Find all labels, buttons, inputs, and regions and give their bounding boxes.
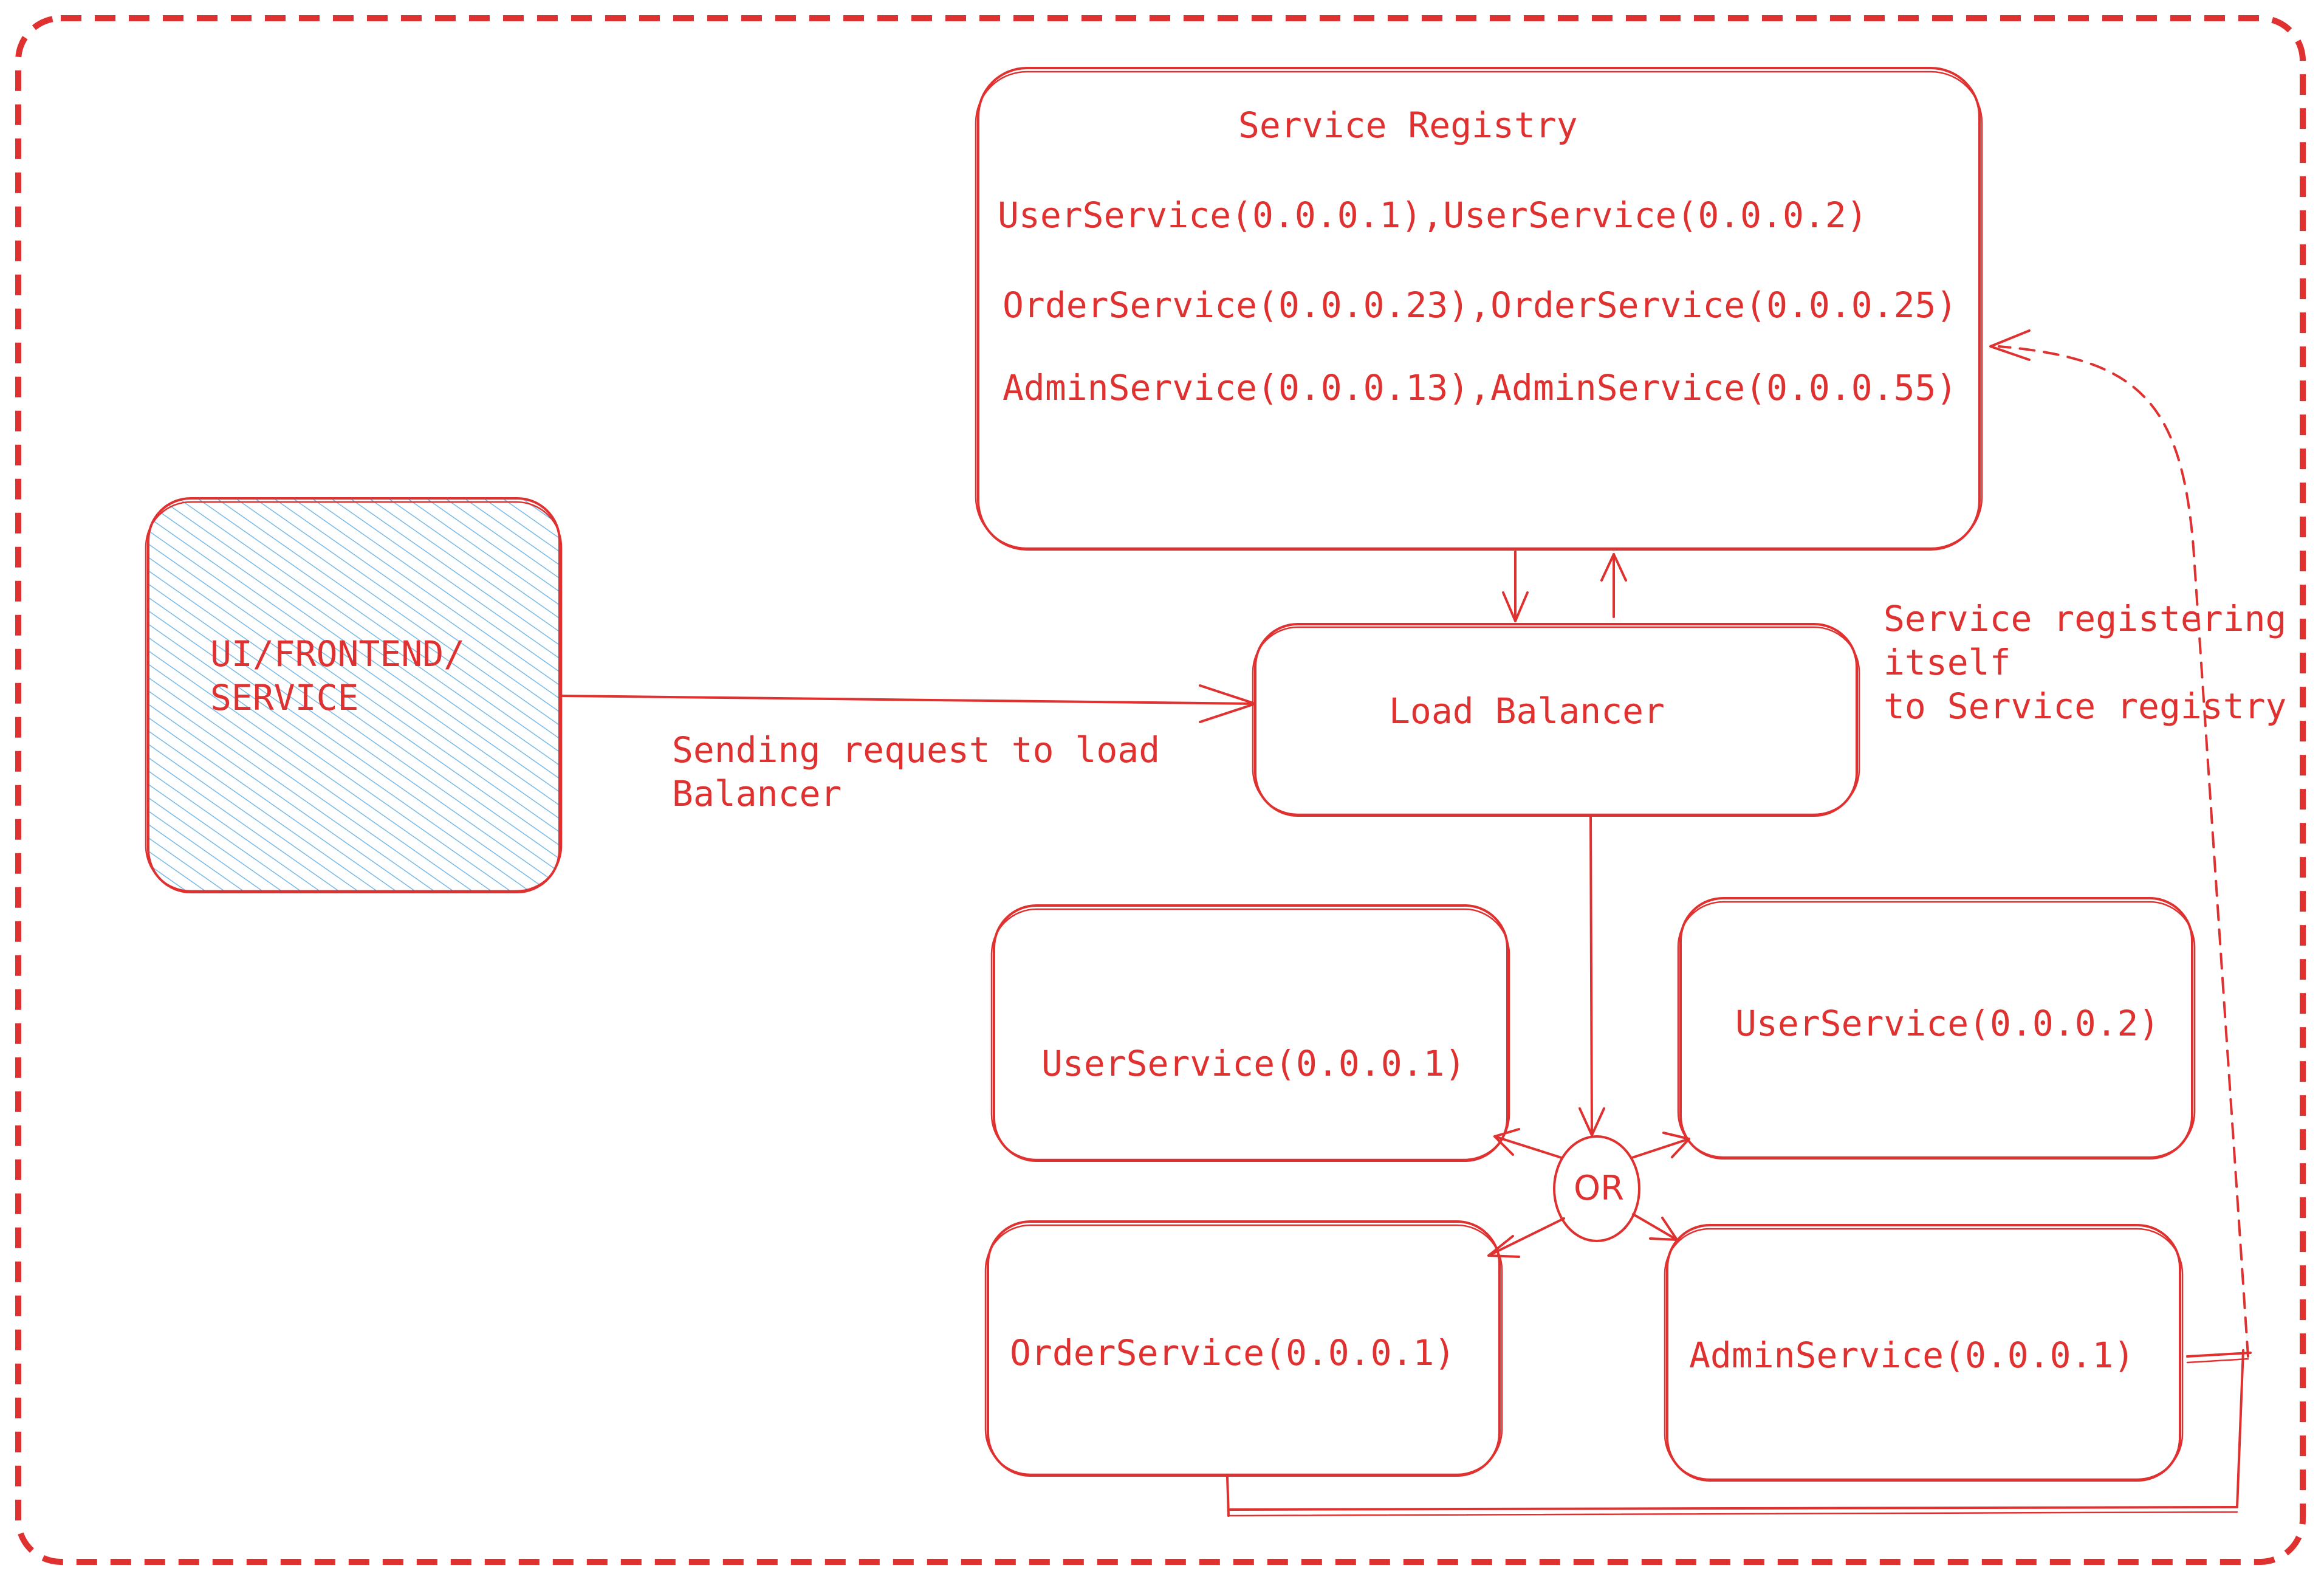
or-to-user-service-2-arrow-head bbox=[1662, 1132, 1690, 1158]
order-service-box bbox=[987, 1220, 1501, 1477]
or-to-order-service-arrow-head bbox=[1487, 1235, 1520, 1258]
order-service-label: OrderService(0.0.0.1) bbox=[1010, 1332, 1456, 1373]
or-to-admin-service-arrow-head bbox=[1649, 1217, 1678, 1241]
frontend-box-sketch bbox=[145, 501, 563, 892]
admin-service-label: AdminService(0.0.0.1) bbox=[1689, 1335, 2135, 1376]
or-to-user-service-2-arrow bbox=[1631, 1138, 1690, 1159]
registration-path-bottom-sketch bbox=[1227, 1511, 2238, 1517]
user-service-1-box-sketch bbox=[990, 908, 1510, 1161]
outer-boundary bbox=[15, 15, 2306, 1565]
load-balancer-box-sketch bbox=[1252, 626, 1860, 816]
lb-to-registry-arrow-head bbox=[1600, 553, 1627, 582]
or-node bbox=[1553, 1135, 1640, 1242]
registration-path-right-up bbox=[2236, 1349, 2244, 1508]
request-arrow-head bbox=[1199, 684, 1256, 723]
registry-entry-order: OrderService(0.0.0.23),OrderService(0.0.… bbox=[1003, 284, 1958, 326]
or-to-admin-service-arrow bbox=[1632, 1213, 1678, 1241]
frontend-label: UI/FRONTEND/ SERVICE bbox=[210, 632, 465, 720]
or-to-user-service-1-arrow-head bbox=[1493, 1128, 1520, 1156]
request-label-line-2: Balancer bbox=[672, 773, 842, 814]
frontend-box-fill bbox=[148, 498, 560, 892]
registration-path-admin-link-sketch bbox=[2186, 1358, 2249, 1364]
request-label: Sending request to load Balancer bbox=[672, 728, 1160, 816]
registration-label-line-3: to Service registry bbox=[1884, 686, 2287, 727]
registration-label-line-2: itself bbox=[1884, 642, 2011, 683]
order-service-box-sketch bbox=[984, 1224, 1503, 1476]
registration-path-bottom bbox=[1227, 1506, 2237, 1511]
registration-label-line-1: Service registering bbox=[1884, 598, 2287, 639]
registration-dashed-arrow bbox=[1998, 345, 2249, 1358]
registration-dashed-arrow-head bbox=[1989, 329, 2031, 361]
registry-to-lb-arrow-head bbox=[1502, 591, 1529, 622]
request-arrow bbox=[561, 695, 1256, 705]
or-to-order-service-arrow bbox=[1487, 1217, 1565, 1257]
load-balancer-label: Load Balancer bbox=[1389, 690, 1665, 732]
frontend-label-line-2: SERVICE bbox=[210, 677, 359, 718]
user-service-2-box-sketch bbox=[1677, 901, 2196, 1158]
service-registry-box-sketch bbox=[975, 70, 1983, 549]
registry-entry-user: UserService(0.0.0.1),UserService(0.0.0.2… bbox=[998, 194, 1868, 236]
or-to-user-service-1-arrow bbox=[1493, 1135, 1563, 1159]
admin-service-box bbox=[1666, 1224, 2181, 1482]
service-registry-title: Service Registry bbox=[1238, 105, 1578, 146]
registry-entry-admin: AdminService(0.0.0.13),AdminService(0.0.… bbox=[1003, 367, 1958, 408]
user-service-2-box bbox=[1679, 897, 2193, 1160]
user-service-2-label: UserService(0.0.0.2) bbox=[1735, 1003, 2160, 1044]
lb-to-or-arrow-head bbox=[1578, 1107, 1605, 1136]
frontend-box bbox=[147, 497, 561, 893]
load-balancer-box bbox=[1254, 623, 1858, 817]
admin-service-box-sketch bbox=[1664, 1228, 2184, 1480]
registration-label: Service registering itself to Service re… bbox=[1884, 597, 2286, 728]
request-label-line-1: Sending request to load bbox=[672, 729, 1160, 771]
frontend-label-line-1: UI/FRONTEND/ bbox=[210, 633, 465, 675]
user-service-1-label: UserService(0.0.0.1) bbox=[1041, 1043, 1466, 1084]
or-label: OR bbox=[1574, 1169, 1624, 1208]
service-registry-box bbox=[977, 67, 1981, 551]
user-service-1-box bbox=[993, 904, 1509, 1162]
lb-to-or-arrow bbox=[1589, 816, 1593, 1136]
registration-path-admin-link bbox=[2186, 1352, 2252, 1358]
